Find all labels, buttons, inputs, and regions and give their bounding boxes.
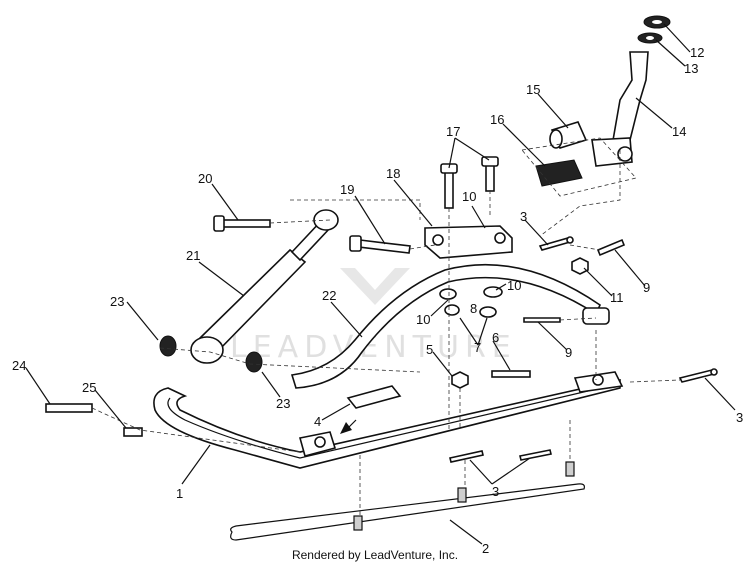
callout-8: 8: [470, 301, 477, 316]
part-saddle-bracket: [424, 225, 513, 259]
callout-23-right: 23: [276, 396, 290, 411]
part-wear-bar: [230, 461, 585, 541]
part-cotter-pin-top: [538, 236, 574, 251]
callout-22: 22: [322, 288, 336, 303]
callout-13: 13: [684, 61, 698, 76]
part-bolt-20: [213, 215, 271, 232]
callout-19: 19: [340, 182, 354, 197]
part-bushing-25: [123, 427, 143, 437]
callout-1: 1: [176, 486, 183, 501]
part-washer-7: [479, 306, 497, 318]
callout-24: 24: [12, 358, 26, 373]
part-washer-12: [643, 15, 671, 29]
callout-17: 17: [446, 124, 460, 139]
callout-3-top: 3: [520, 209, 527, 224]
callout-11: 11: [610, 290, 624, 305]
part-washer-8: [444, 304, 460, 316]
part-bushing-23-b: [245, 351, 263, 373]
assembly-guide-lines: [91, 150, 681, 516]
callout-6: 6: [492, 330, 499, 345]
part-bolt-19: [349, 235, 411, 254]
leader-lines: [25, 23, 736, 545]
callout-3-lower: 3: [492, 484, 499, 499]
callout-5: 5: [426, 342, 433, 357]
part-spindle: [591, 51, 649, 167]
callout-21: 21: [186, 248, 200, 263]
part-shim-4: [340, 385, 402, 434]
part-pad-16: [521, 137, 637, 197]
callout-10-left: 10: [416, 312, 430, 327]
callout-15: 15: [526, 82, 540, 97]
part-leaf-spring: [290, 263, 610, 389]
callout-2: 2: [482, 541, 489, 556]
part-cotter-pin-lower-b: [519, 449, 552, 461]
callout-10-right: 10: [507, 278, 521, 293]
callout-4: 4: [314, 414, 321, 429]
part-bolt-24: [45, 403, 93, 413]
callout-14: 14: [672, 124, 686, 139]
callout-9-upper: 9: [643, 280, 650, 295]
callout-labels: 1 2 3 3 3 4 5 6 7 8 9 9 10 10 10 11 12 1…: [12, 45, 743, 556]
part-pin-9-lower: [523, 317, 561, 323]
callout-25: 25: [82, 380, 96, 395]
part-cotter-pin-right: [678, 368, 718, 383]
part-nut-11: [571, 257, 589, 275]
part-pin-9-upper: [596, 238, 626, 257]
callout-3-right: 3: [736, 410, 743, 425]
part-bushing-15: [549, 121, 588, 149]
footer-credit: Rendered by LeadVenture, Inc.: [291, 548, 459, 562]
part-bolt-6: [491, 370, 531, 378]
part-nut-5: [451, 371, 469, 389]
callout-23-left: 23: [110, 294, 124, 309]
callout-7: 7: [474, 340, 481, 355]
part-washer-10-a: [439, 288, 457, 300]
part-cotter-pin-lower-a: [449, 450, 484, 463]
callout-12: 12: [690, 45, 704, 60]
callout-16: 16: [490, 112, 504, 127]
callout-18: 18: [386, 166, 400, 181]
callout-10-top: 10: [462, 189, 476, 204]
part-bushing-23-a: [159, 335, 177, 357]
callout-20: 20: [198, 171, 212, 186]
callout-9-lower: 9: [565, 345, 572, 360]
